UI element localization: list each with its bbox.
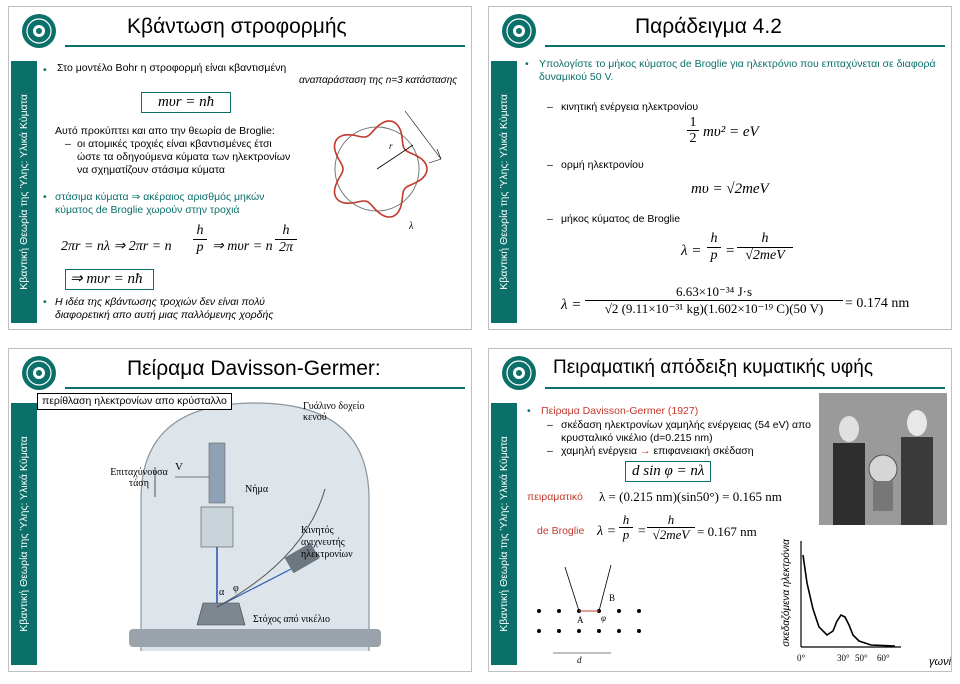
- title-divider: [65, 387, 465, 389]
- slide-angular-momentum-quantization: Κβάντωση στροφορμής Κβαντική Θεωρία της …: [8, 6, 472, 330]
- experiment-heading: Πείραμα Davisson-Germer (1927): [541, 405, 699, 417]
- fraction-h-over-p: h p: [619, 513, 633, 542]
- numeric-wavelength-fraction: 6.63×10⁻³⁴ J·s √2 (9.11×10⁻³¹ kg)(1.602×…: [585, 284, 843, 317]
- fraction-h-over-sqrt2meV: h √2meV: [647, 513, 695, 542]
- slide-davisson-germer-experiment: Πείραμα Davisson-Germer: Κβαντική Θεωρία…: [8, 348, 472, 672]
- svg-text:A: A: [577, 615, 584, 625]
- diffraction-label-box: περίθλαση ηλεκτρονίων απο κρύσταλλο: [37, 393, 232, 410]
- slide-title: Κβάντωση στροφορμής: [127, 15, 347, 38]
- equation-chain-part1: 2πr = nλ ⇒ 2πr = n: [61, 239, 172, 254]
- bragg-condition: d sin φ = nλ: [625, 461, 712, 482]
- sidebar-label: Κβαντική Θεωρία της Ύλης: Υλικά Κύματα: [491, 61, 517, 323]
- dash-marker: –: [547, 419, 553, 431]
- university-seal-logo: [502, 356, 536, 390]
- kinetic-energy-equation: mυ² = eV: [703, 124, 759, 140]
- svg-text:r: r: [389, 141, 393, 151]
- title-divider: [65, 45, 465, 47]
- accelerating-voltage-label: Επιταχύνουσα τάση: [110, 467, 168, 489]
- sidebar-label: Κβαντική Θεωρία της Ύλης: Υλικά Κύματα: [491, 403, 517, 665]
- svg-text:φ: φ: [601, 613, 606, 623]
- svg-text:φ: φ: [233, 583, 239, 594]
- dash-marker: –: [547, 159, 553, 171]
- scattering-description: σκέδαση ηλεκτρονίων χαμηλής ενέργειας (5…: [561, 419, 812, 444]
- arrow-icon: →: [637, 445, 654, 457]
- fraction-h-over-sqrt2meV: h √2meV: [737, 231, 793, 264]
- debroglie-label: de Broglie: [537, 525, 585, 537]
- kinetic-energy-label: κινητική ενέργεια ηλεκτρονίου: [561, 101, 699, 113]
- n3-orbit-diagram: r λ: [333, 110, 442, 232]
- debroglie-intro: Αυτό προκύπτει και απο την θεωρία de Bro…: [55, 125, 275, 137]
- filament-label: Νήμα: [245, 484, 269, 495]
- bullet-icon: •: [43, 191, 47, 203]
- diagram-caption: αναπαράσταση της n=3 κατάστασης: [299, 75, 458, 86]
- low-energy-note: χαμηλή ενέργεια → επιφανειακή σκέδαση: [561, 445, 754, 457]
- title-divider: [545, 387, 945, 389]
- experimental-label: πειραματικό: [527, 491, 583, 503]
- fraction-one-half: 1 2: [687, 115, 699, 146]
- nickel-target-label: Στόχος από νικέλιο: [253, 614, 330, 625]
- bullet-icon: •: [527, 405, 531, 417]
- standing-wave-explanation: οι ατομικές τροχιές είναι κβαντισμένες έ…: [77, 138, 291, 176]
- svg-text:α: α: [219, 587, 225, 598]
- wavelength-lhs: λ =: [681, 243, 702, 259]
- movable-detector-label: Κινητός ανιχνευτής ηλεκτρονίων: [301, 525, 353, 560]
- svg-text:σκεδαζόμενα ηλεκτρόνια: σκεδαζόμενα ηλεκτρόνια: [780, 539, 792, 647]
- bullet-icon: •: [525, 58, 529, 70]
- problem-statement: Υπολογίστε το μήκος κύματος de Broglie γ…: [539, 58, 936, 83]
- debroglie-lhs: λ =: [597, 524, 617, 539]
- voltage-symbol: V: [175, 461, 183, 473]
- standing-wave-condition: στάσιμα κύματα ⇒ ακέραιος αρισθμός μηκών…: [55, 191, 265, 216]
- fraction-h-over-p: h p: [193, 223, 207, 256]
- quantization-result: ⇒ mυr = nħ: [65, 269, 154, 290]
- dash-marker: –: [547, 213, 553, 225]
- title-divider: [545, 45, 945, 47]
- fraction-h-over-2pi: h 2π: [275, 223, 297, 256]
- equals-sign: =: [637, 524, 647, 539]
- slide-title: Παράδειγμα 4.2: [635, 15, 782, 38]
- dash-marker: –: [65, 138, 71, 150]
- debroglie-result: = 0.167 nm: [697, 524, 757, 539]
- sidebar-label: Κβαντική Θεωρία της Ύλης: Υλικά Κύματα: [11, 403, 37, 665]
- bullet-icon: •: [43, 64, 47, 76]
- university-seal-logo: [502, 14, 536, 48]
- slide-title: Πειραματική απόδειξη κυματικής υφής: [553, 357, 873, 378]
- equation-chain-part2: ⇒ mυr = n: [212, 239, 273, 254]
- bohr-equation: mυr = nħ: [141, 92, 232, 113]
- dash-marker: –: [547, 101, 553, 113]
- momentum-label: ορμή ηλεκτρονίου: [561, 159, 644, 171]
- svg-text:d: d: [577, 655, 582, 665]
- university-seal-logo: [22, 356, 56, 390]
- crystal-scattering-diagram: A B φ d: [537, 564, 641, 665]
- slide-wave-nature-proof: Πειραματική απόδειξη κυματικής υφής Κβαν…: [488, 348, 952, 672]
- sidebar-label: Κβαντική Θεωρία της Ύλης: Υλικά Κύματα: [11, 61, 37, 323]
- slide-example-4-2: Παράδειγμα 4.2 Κβαντική Θεωρία της Ύλης:…: [488, 6, 952, 330]
- vacuum-jar-label: Γυάλινο δοχείο κενού: [303, 401, 365, 423]
- experimental-wavelength: λ = (0.215 nm)(sin50°) = 0.165 nm: [599, 489, 782, 504]
- wavelength-label: μήκος κύματος de Broglie: [561, 213, 681, 225]
- university-seal-logo: [22, 14, 56, 48]
- historical-photo-davisson-germer: [819, 393, 947, 525]
- x-tick-label: 30°: [837, 653, 850, 663]
- string-analogy-note: Η ιδέα της κβάντωσης τροχιών δεν είναι π…: [55, 296, 274, 321]
- vacuum-apparatus-diagram: α φ: [129, 402, 381, 651]
- equals-sign: =: [725, 243, 736, 259]
- svg-text:γωνία: γωνία: [929, 656, 952, 668]
- scattered-electron-intensity-plot: σκεδαζόμενα ηλεκτρόνια 0° 30° 50° 60° γωνία: [780, 539, 952, 668]
- fraction-h-over-p: h p: [707, 231, 721, 264]
- x-tick-label: 0°: [797, 653, 806, 663]
- bullet-icon: •: [43, 296, 47, 308]
- numeric-wavelength-lhs: λ =: [561, 297, 582, 313]
- bohr-statement: Στο μοντέλο Bohr η στροφορμή είναι κβαντ…: [57, 62, 287, 74]
- numeric-wavelength-result: = 0.174 nm: [845, 296, 910, 311]
- svg-text:λ: λ: [408, 221, 414, 232]
- momentum-equation: mυ = √2meV: [691, 181, 769, 197]
- x-tick-label: 60°: [877, 653, 890, 663]
- dash-marker: –: [547, 445, 553, 457]
- slide-title: Πείραμα Davisson-Germer:: [127, 357, 381, 380]
- x-tick-label: 50°: [855, 653, 868, 663]
- svg-text:B: B: [609, 593, 615, 603]
